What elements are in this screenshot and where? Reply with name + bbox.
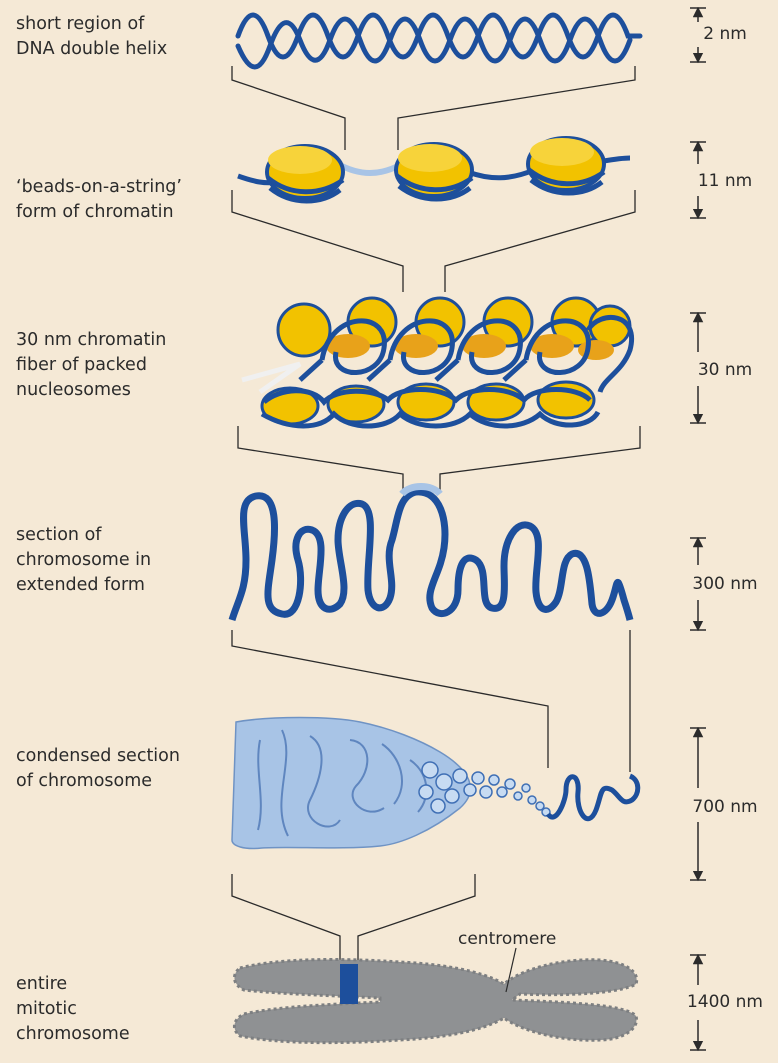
condensed-chromosome-section: [231, 716, 641, 850]
label-line: form of chromatin: [16, 202, 174, 222]
label-line: section of: [16, 525, 102, 545]
connector-condensed-to-mitotic: [231, 874, 476, 962]
label-line: entire: [16, 974, 68, 994]
extended-chromosome: [228, 483, 634, 622]
nucleosome-bead: [265, 144, 345, 204]
scale-label-11nm: 11 nm: [697, 171, 753, 191]
label-line: mitotic: [16, 999, 77, 1019]
connector-helix-to-beads: [231, 66, 636, 150]
scale-label-300nm: 300 nm: [692, 574, 758, 594]
scale-bar-300nm: [690, 536, 706, 632]
centromere-label: centromere: [458, 929, 556, 949]
scale-bar-11nm: [690, 140, 706, 220]
label-line: extended form: [16, 575, 145, 595]
scale-label-2nm: 2 nm: [703, 24, 747, 44]
nucleosome-bead: [526, 136, 606, 196]
label-line: of chromosome: [16, 771, 153, 791]
label-line: ‘beads-on-a-string’: [16, 177, 182, 197]
scale-bar-700nm: [690, 726, 706, 882]
scale-label-1400nm: 1400 nm: [686, 992, 763, 1012]
label-30nm-fiber: 30 nm chromatin fiber of packed nucleoso…: [16, 328, 216, 403]
label-extended-chromosome: section of chromosome in extended form: [16, 523, 216, 598]
label-dna-double-helix: short region of DNA double helix: [16, 12, 216, 62]
mitotic-chromosome: centromere: [233, 929, 639, 1045]
label-condensed-section: condensed section of chromosome: [16, 744, 216, 794]
label-line: chromosome: [16, 1024, 130, 1044]
label-beads-on-a-string: ‘beads-on-a-string’ form of chromatin: [16, 175, 216, 225]
label-line: DNA double helix: [16, 39, 168, 59]
dna-double-helix: [235, 12, 643, 70]
scale-bar-2nm: [690, 6, 706, 64]
scale-label-30nm: 30 nm: [697, 360, 753, 380]
chromatin-fiber-30nm: [241, 296, 635, 429]
nucleosome-bead: [394, 142, 474, 202]
label-line: 30 nm chromatin: [16, 330, 167, 350]
beads-on-a-string: [237, 136, 631, 204]
scale-bar-30nm: [690, 311, 706, 425]
label-mitotic-chromosome: entire mitotic chromosome: [16, 972, 216, 1047]
label-line: chromosome in: [16, 550, 152, 570]
connector-fiber-to-extended: [237, 426, 641, 492]
connector-beads-to-fiber: [231, 190, 636, 292]
centromere-pointer: [505, 947, 517, 993]
label-line: condensed section: [16, 746, 180, 766]
label-line: nucleosomes: [16, 380, 131, 400]
highlighted-band: [340, 964, 358, 1004]
scale-label-700nm: 700 nm: [692, 797, 758, 817]
scale-bar-1400nm: [690, 953, 706, 1052]
label-line: fiber of packed: [16, 355, 147, 375]
connector-extended-to-condensed: [231, 630, 631, 772]
label-line: short region of: [16, 14, 145, 34]
